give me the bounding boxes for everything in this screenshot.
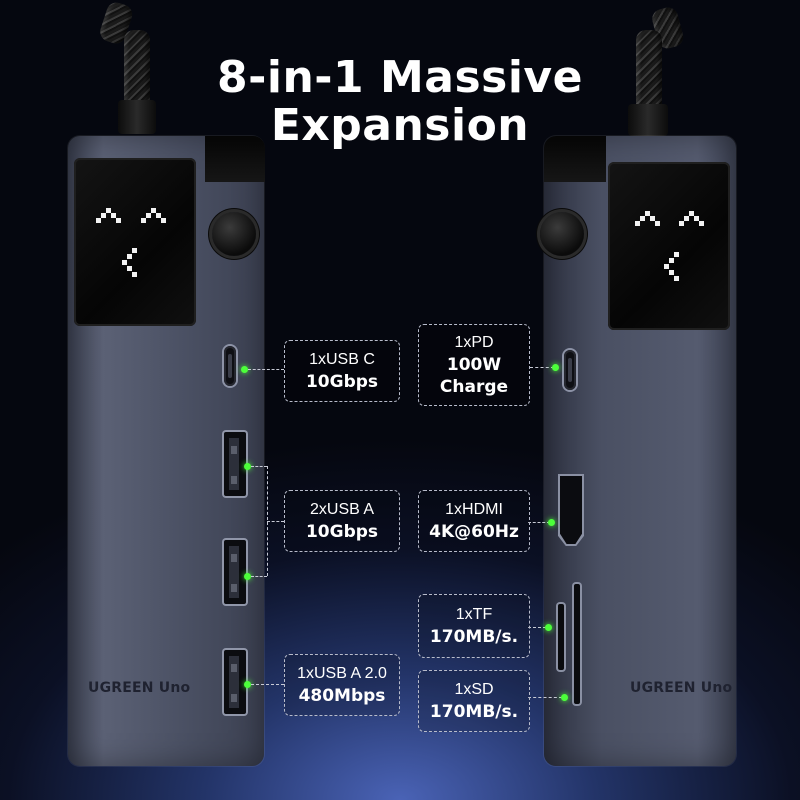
label-usb-a-title: 2xUSB A bbox=[309, 501, 375, 518]
label-usb-c-title: 1xUSB C bbox=[309, 351, 375, 368]
hdmi-connector-line bbox=[528, 522, 550, 523]
pd-connector-line bbox=[530, 367, 554, 368]
label-usb-a2: 1xUSB A 2.0 480Mbps bbox=[284, 654, 400, 716]
tf-indicator-dot bbox=[545, 624, 552, 631]
left-face-screen bbox=[74, 158, 196, 326]
label-pd-title: 1xPD bbox=[454, 334, 494, 351]
label-tf: 1xTF 170MB/s. bbox=[418, 594, 530, 658]
headline-line-2: Expansion bbox=[270, 100, 530, 151]
usb-a-connector-line-3 bbox=[267, 521, 284, 522]
label-tf-spec: 170MB/s. bbox=[429, 627, 519, 647]
right-cable-lower bbox=[636, 30, 662, 114]
right-knob[interactable] bbox=[540, 212, 584, 256]
label-usb-c: 1xUSB C 10Gbps bbox=[284, 340, 400, 402]
usb-a-connector-line-2 bbox=[251, 576, 267, 577]
sd-indicator-dot bbox=[561, 694, 568, 701]
left-cable-collar bbox=[118, 100, 156, 134]
tf-connector-line bbox=[528, 627, 546, 628]
right-sd-slot bbox=[574, 584, 580, 704]
left-knob[interactable] bbox=[212, 212, 256, 256]
pd-indicator-dot bbox=[552, 364, 559, 371]
label-hdmi-spec: 4K@60Hz bbox=[429, 522, 519, 542]
right-hdmi-port bbox=[560, 476, 582, 544]
usb-a2-indicator-dot bbox=[244, 681, 251, 688]
label-sd-spec: 170MB/s. bbox=[429, 702, 519, 722]
usb-c-indicator-dot bbox=[241, 366, 248, 373]
label-usb-a2-spec: 480Mbps bbox=[298, 686, 386, 706]
left-hub-cap bbox=[205, 136, 265, 182]
left-usb-a-2-port bbox=[224, 650, 246, 714]
usb-a-indicator-dot-2 bbox=[244, 573, 251, 580]
usb-a2-connector-line bbox=[251, 684, 284, 685]
label-pd: 1xPD 100W Charge bbox=[418, 324, 530, 406]
right-cable-collar bbox=[628, 104, 668, 136]
label-pd-charge: Charge bbox=[439, 377, 509, 397]
right-brand-logo: UGREEN Uno bbox=[630, 680, 733, 696]
usb-c-connector-line bbox=[248, 369, 284, 370]
left-cable-lower bbox=[124, 30, 150, 110]
label-usb-a2-title: 1xUSB A 2.0 bbox=[297, 665, 387, 682]
usb-a-indicator-dot-1 bbox=[244, 463, 251, 470]
left-usb-c-port bbox=[224, 346, 236, 386]
label-usb-a-spec: 10Gbps bbox=[305, 522, 379, 542]
label-pd-watt: 100W bbox=[446, 355, 502, 375]
right-face-screen bbox=[608, 162, 730, 330]
label-tf-title: 1xTF bbox=[455, 606, 493, 623]
left-usb-a-port-1 bbox=[224, 432, 246, 496]
headline-line-1: 8-in-1 Massive bbox=[217, 52, 583, 103]
label-usb-a: 2xUSB A 10Gbps bbox=[284, 490, 400, 552]
usb-a-connector-line-1 bbox=[251, 466, 267, 467]
hdmi-indicator-dot bbox=[548, 519, 555, 526]
right-tf-slot bbox=[558, 604, 564, 670]
label-usb-c-spec: 10Gbps bbox=[305, 372, 379, 392]
label-sd-title: 1xSD bbox=[454, 681, 494, 698]
right-pd-port bbox=[564, 350, 576, 390]
left-brand-logo: UGREEN Uno bbox=[88, 680, 191, 696]
right-hub-cap bbox=[544, 136, 606, 182]
sd-connector-line bbox=[528, 697, 562, 698]
label-hdmi-title: 1xHDMI bbox=[445, 501, 503, 518]
left-usb-a-port-2 bbox=[224, 540, 246, 604]
label-sd: 1xSD 170MB/s. bbox=[418, 670, 530, 732]
label-hdmi: 1xHDMI 4K@60Hz bbox=[418, 490, 530, 552]
